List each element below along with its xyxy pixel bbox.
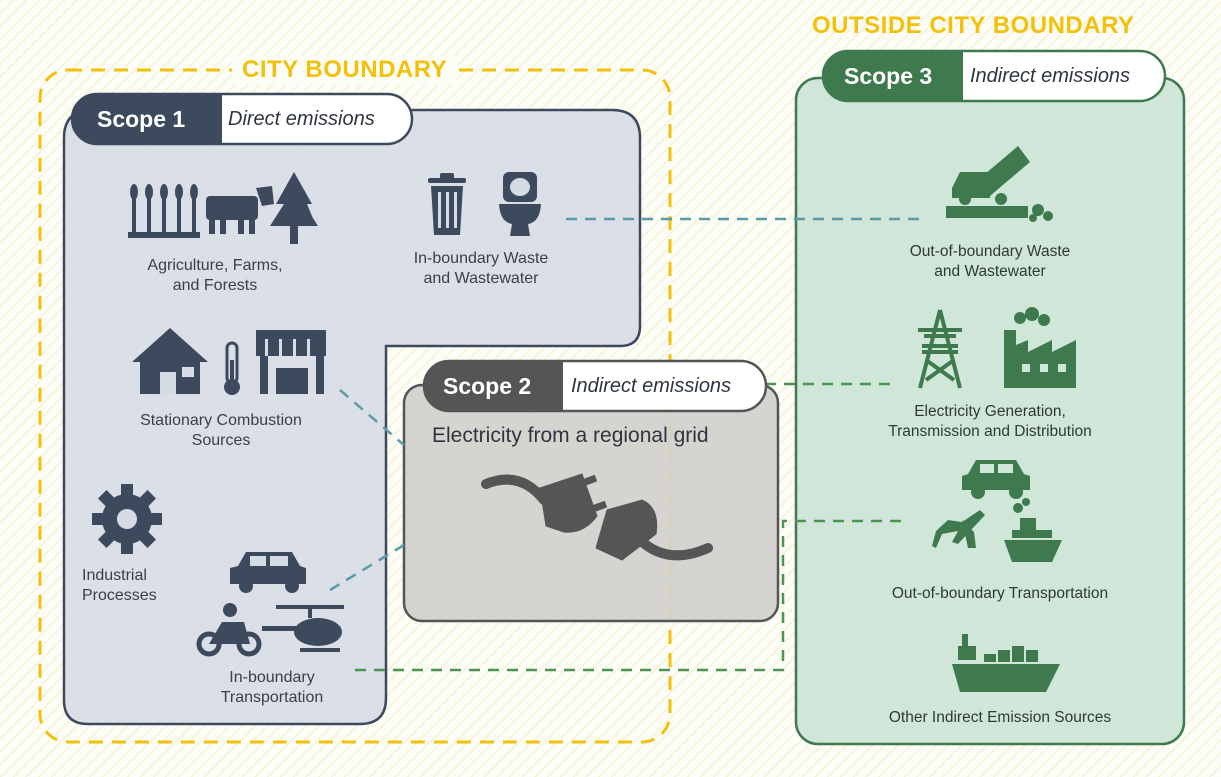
city-boundary-label: CITY BOUNDARY — [232, 56, 458, 84]
scope2-pill — [422, 359, 768, 413]
house-icon — [132, 328, 208, 394]
motorbike-icon — [196, 603, 262, 657]
power-tower-icon — [918, 309, 962, 389]
outside-boundary-label: OUTSIDE CITY BOUNDARY — [812, 12, 1135, 39]
scope2-title: Electricity from a regional grid — [432, 424, 709, 447]
car-icon — [230, 552, 306, 593]
connectors — [329, 217, 920, 672]
out-waste-label: Out-of-boundary Waste and Wastewater — [909, 243, 1071, 280]
stationary-label: Stationary Combustion Sources — [140, 412, 302, 449]
in-boundary-transport-label: In-boundary Transportation — [220, 669, 324, 706]
scope1-sub: Direct emissions — [228, 108, 375, 130]
out-transport-label: Out-of-boundary Transportation — [891, 585, 1109, 602]
factory-icon — [1004, 307, 1076, 388]
connector-transport-grid — [329, 543, 405, 592]
scope3-label: Scope 3 — [844, 63, 933, 89]
helicopter-icon — [262, 605, 344, 652]
toilet-icon — [499, 172, 541, 236]
shop-icon — [256, 330, 326, 394]
thermometer-icon — [224, 341, 240, 395]
plug-icon — [481, 473, 713, 561]
ship-icon — [1004, 498, 1062, 562]
connector-stationary-grid — [339, 389, 405, 446]
other-sources-label: Other Indirect Emission Sources — [888, 709, 1112, 726]
scope1-label: Scope 1 — [97, 106, 186, 132]
industrial-label: Industrial Processes — [82, 567, 157, 604]
scope1-pill — [70, 92, 414, 146]
airplane-icon — [932, 510, 985, 548]
waste-label: In-boundary Waste and Wastewater — [413, 250, 549, 287]
connector-transport-scope3 — [355, 519, 905, 672]
cow-icon — [206, 186, 274, 234]
cargo-ship-icon — [952, 634, 1060, 692]
scope3-sub: Indirect emissions — [970, 65, 1131, 87]
electricity-label: Electricity Generation, Transmission and… — [888, 403, 1092, 440]
tree-icon — [270, 172, 318, 244]
scope2-sub: Indirect emissions — [571, 375, 732, 397]
wheat-icon — [128, 184, 200, 238]
gear-icon — [92, 484, 162, 554]
trash-can-icon — [428, 173, 466, 235]
scope2-label: Scope 2 — [443, 373, 532, 399]
car-icon-scope3 — [962, 460, 1030, 499]
agriculture-label: Agriculture, Farms, and Forests — [147, 257, 283, 294]
dump-truck-icon — [946, 146, 1053, 222]
scope3-pill — [821, 49, 1167, 103]
